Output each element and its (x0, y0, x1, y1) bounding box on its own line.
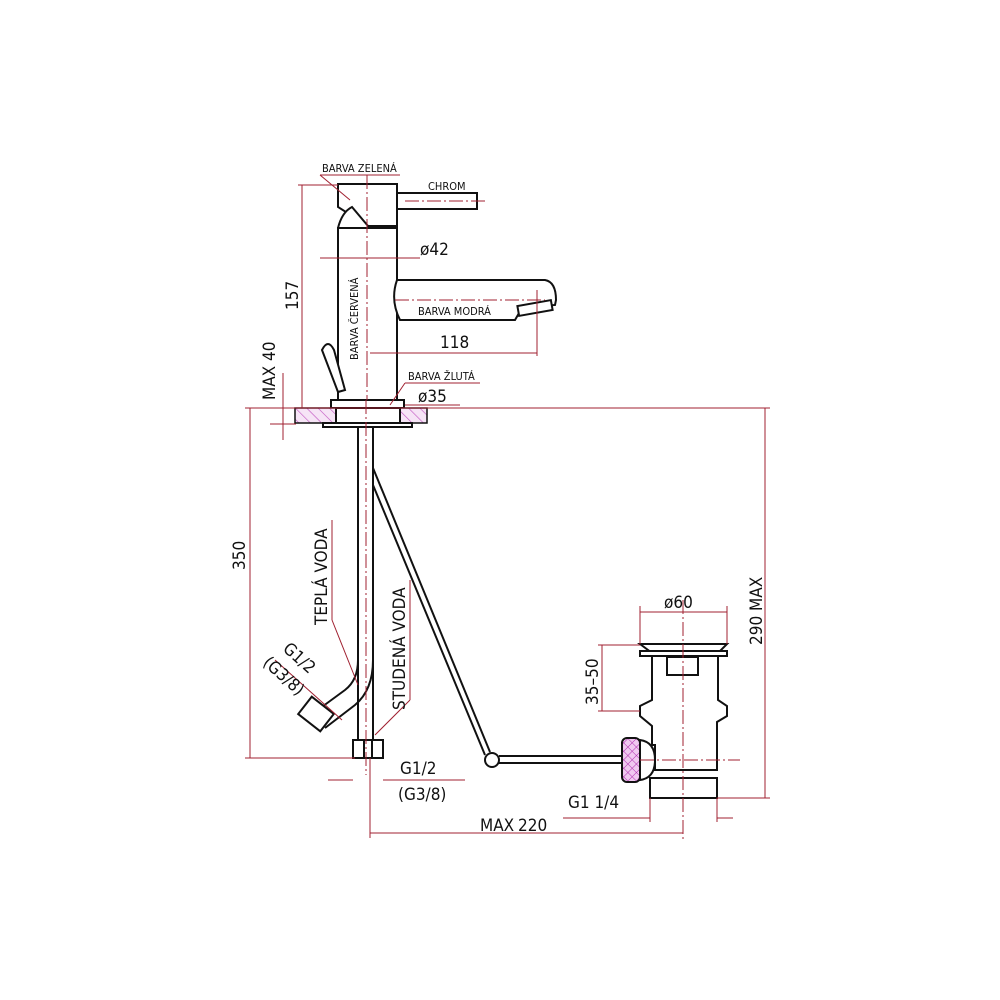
label-yellow: BARVA ŽLUTÁ (408, 370, 475, 383)
label-green: BARVA ZELENÁ (322, 162, 397, 175)
dim-d35: ø35 (418, 387, 447, 407)
dim-d42: ø42 (420, 240, 449, 260)
dim-cold-thread: G1/2 (400, 759, 436, 779)
dim-290-max: 290 MAX (747, 577, 767, 645)
dim-35-50: 35–50 (583, 658, 603, 705)
supply-pipes (296, 400, 384, 775)
dim-max40: MAX 40 (260, 342, 280, 400)
label-blue: BARVA MODRÁ (418, 305, 491, 318)
cold-connector-nut (352, 739, 384, 759)
aerator (516, 298, 554, 318)
dim-max220-value: 220 (518, 816, 547, 836)
dimension-lines (245, 174, 770, 838)
dim-118: 118 (440, 333, 469, 353)
dim-350: 350 (230, 541, 250, 570)
label-cold-water: STUDENÁ VODA (388, 587, 410, 710)
dim-drain-thread: G1 1/4 (568, 793, 619, 813)
mount-nut (335, 407, 401, 424)
label-red: BARVA ČERVENÁ (348, 277, 361, 360)
dim-max220-prefix: MAX (480, 816, 514, 836)
drain-valve (621, 600, 740, 840)
washer (322, 422, 413, 428)
dim-157: 157 (283, 281, 303, 310)
dim-d60: ø60 (664, 593, 693, 613)
knurled-nut (621, 737, 641, 783)
label-hot-water: TEPLÁ VODA (310, 528, 332, 626)
label-chrome: CHROM (428, 180, 466, 193)
faucet-neck (337, 205, 369, 229)
pop-up-knob (320, 343, 347, 394)
dim-cold-thread-alt: (G3/8) (398, 785, 446, 805)
pop-up-rod (372, 467, 622, 768)
hot-connector-nut (296, 695, 336, 733)
rod-joint (484, 752, 500, 768)
